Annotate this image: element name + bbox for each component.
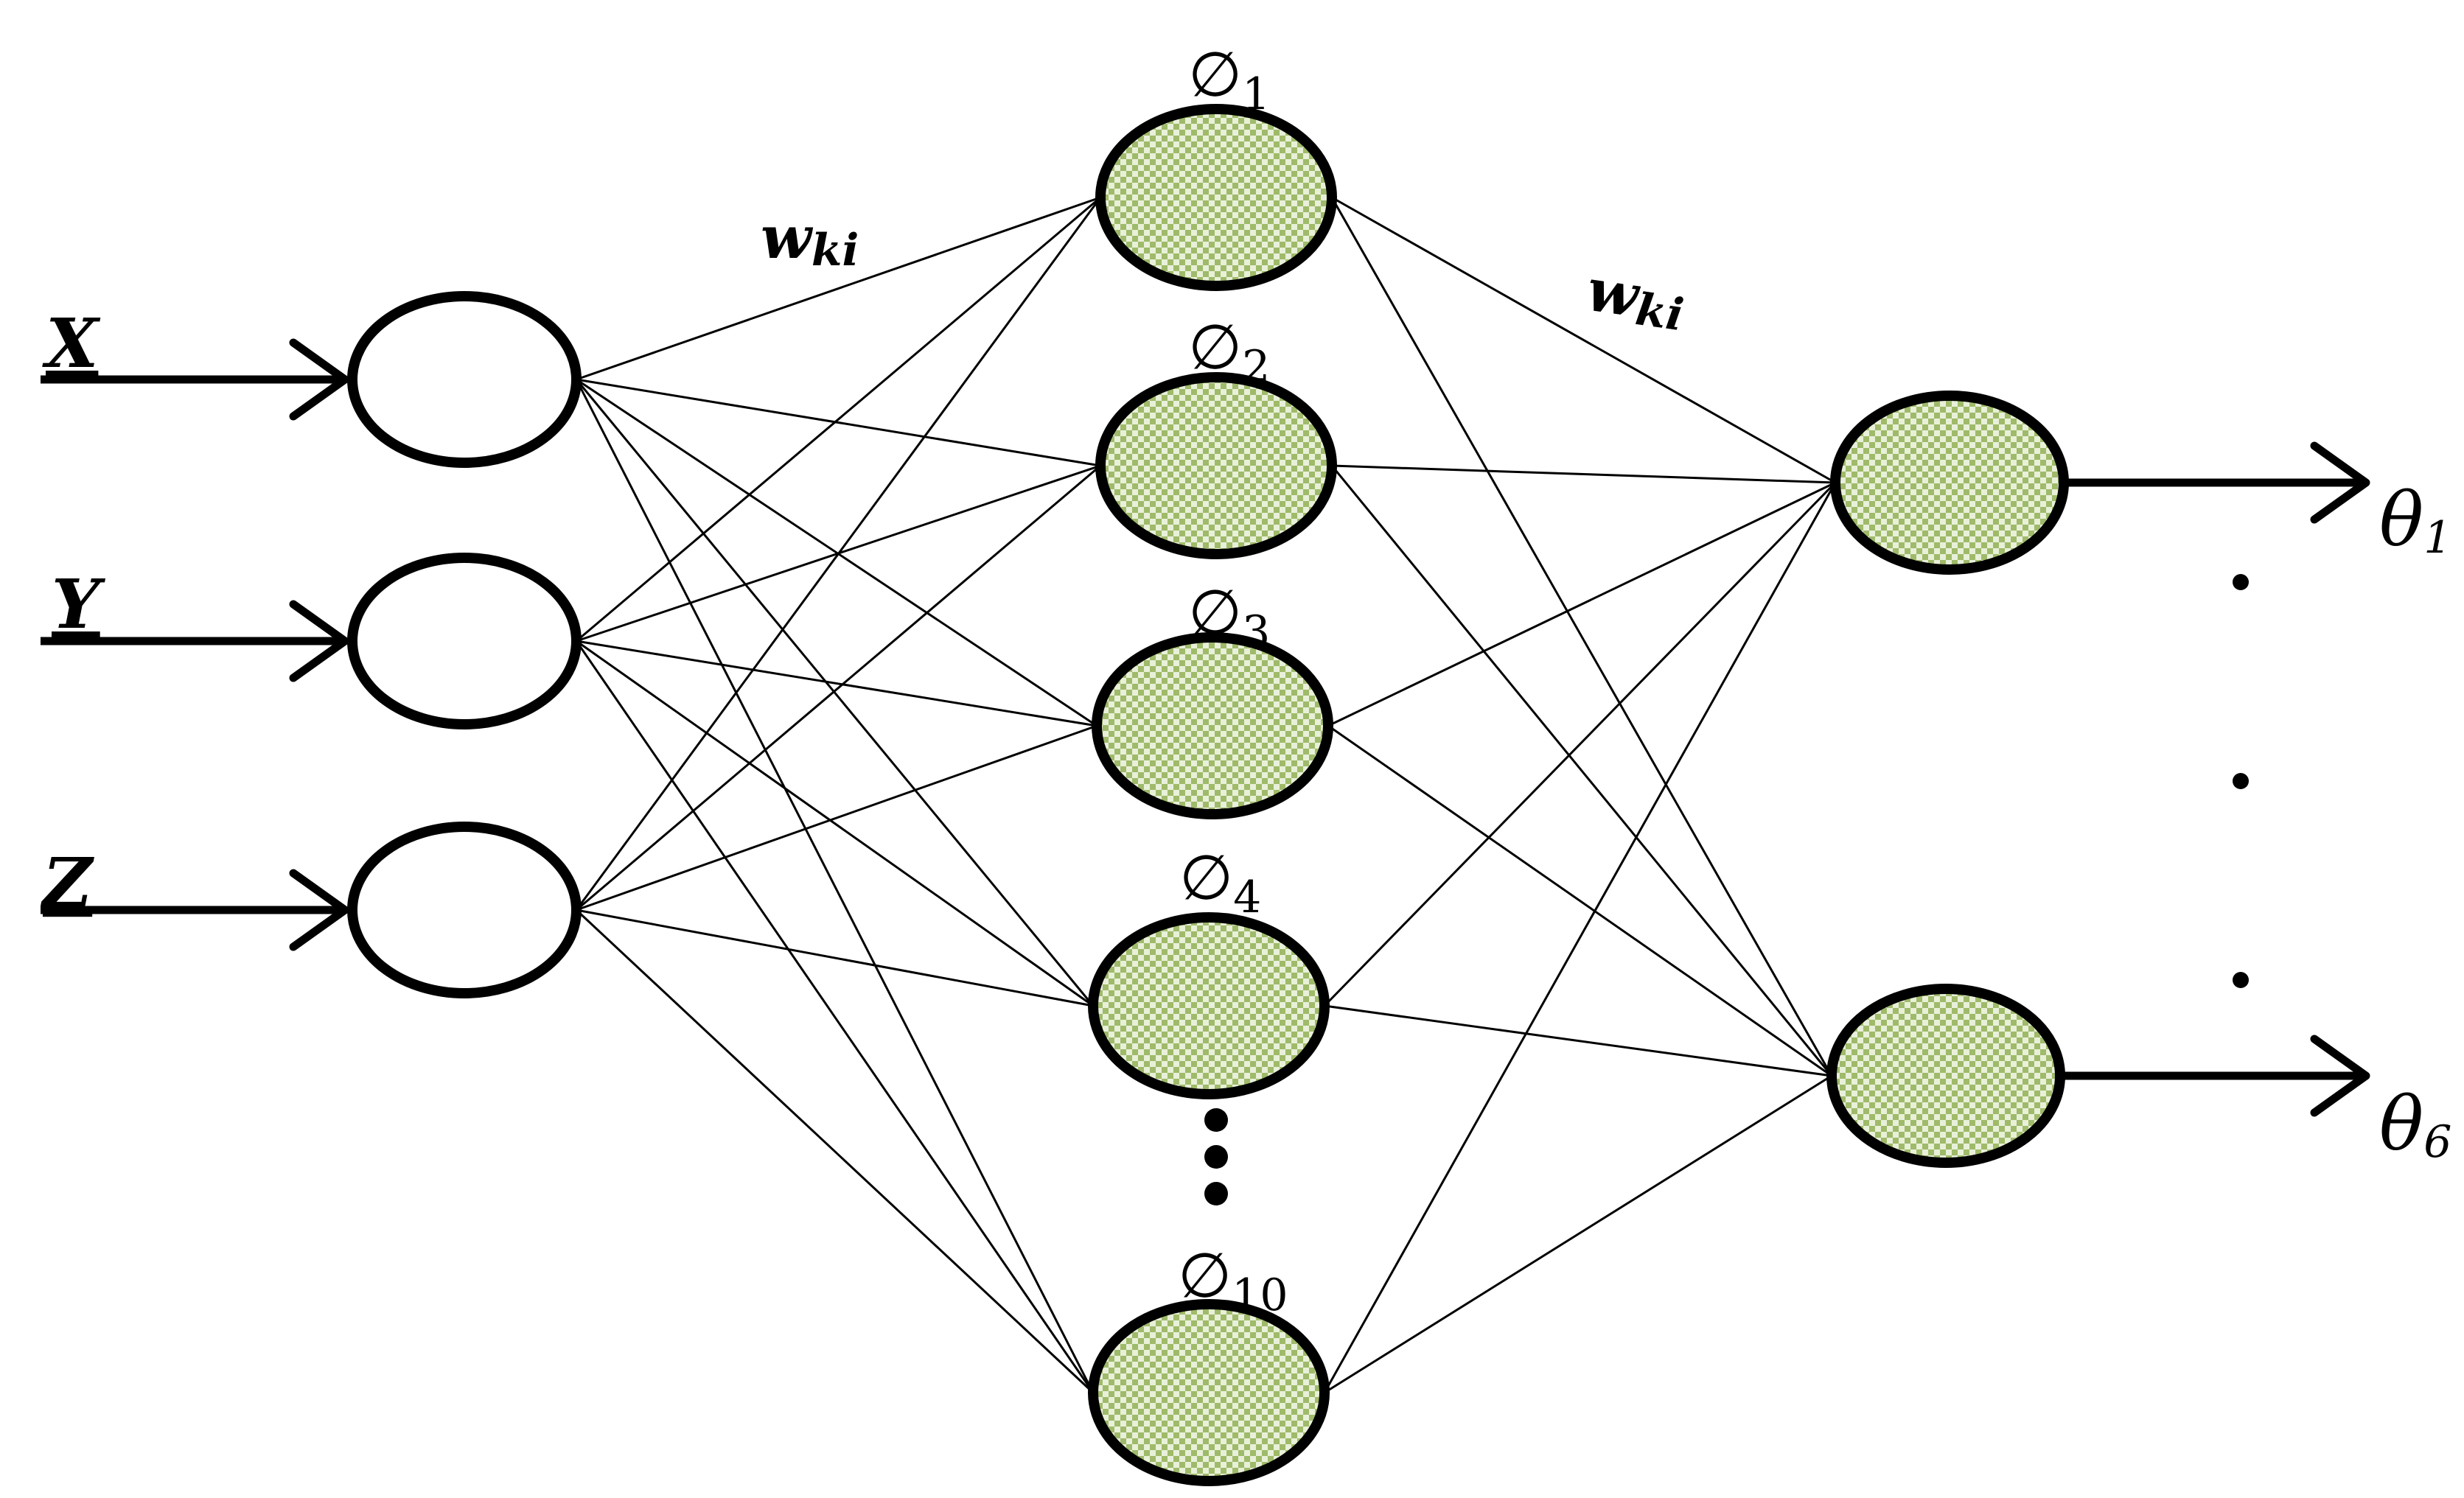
input-label-y: Y bbox=[52, 564, 106, 644]
connection-input-hidden bbox=[576, 724, 1097, 911]
connection-input-hidden bbox=[576, 378, 1097, 727]
input-label-x: X bbox=[42, 304, 101, 383]
phi-sub: 4 bbox=[1233, 872, 1261, 923]
connection-input-hidden bbox=[575, 197, 1102, 911]
hidden-node-1 bbox=[1095, 104, 1337, 291]
ellipsis-dot bbox=[2233, 574, 2249, 590]
connection-lines bbox=[575, 196, 1837, 1394]
output-label-1: θ1 bbox=[2379, 477, 2451, 564]
phi-symbol: ∅ bbox=[1179, 841, 1233, 914]
hidden-node-2 bbox=[1095, 372, 1337, 559]
ellipsis-dot bbox=[1204, 1182, 1228, 1205]
hidden-node-4 bbox=[1088, 912, 1330, 1099]
theta-symbol: θ bbox=[2379, 477, 2423, 563]
hidden-label-4: ∅4 bbox=[1179, 841, 1261, 923]
input-arrow-y bbox=[41, 600, 349, 682]
output-node-1 bbox=[1830, 391, 2069, 575]
input-label-z: Z bbox=[40, 843, 94, 923]
hidden-label-10: ∅10 bbox=[1178, 1239, 1288, 1321]
weight-main: w bbox=[761, 203, 814, 272]
output-ellipsis bbox=[2233, 574, 2249, 988]
hidden-node-3 bbox=[1092, 632, 1333, 819]
phi-sub: 2 bbox=[1242, 341, 1270, 393]
phi-symbol: ∅ bbox=[1188, 311, 1242, 383]
connection-input-hidden bbox=[576, 640, 1094, 1007]
hidden-label-3: ∅3 bbox=[1188, 576, 1270, 658]
connection-input-hidden bbox=[575, 909, 1095, 1394]
output-layer bbox=[1826, 391, 2069, 1168]
weight-main: w bbox=[1582, 255, 1644, 331]
theta-symbol: θ bbox=[2379, 1081, 2423, 1167]
phi-symbol: ∅ bbox=[1188, 576, 1242, 648]
input-arrow-z bbox=[41, 869, 349, 951]
connection-input-hidden bbox=[576, 464, 1101, 911]
phi-sub: 3 bbox=[1242, 606, 1270, 658]
output-arrow-6 bbox=[2060, 1035, 2370, 1117]
connection-hidden-output bbox=[1324, 1074, 1832, 1394]
connection-hidden-output bbox=[1330, 465, 1833, 1077]
hidden-layer bbox=[1088, 104, 1337, 1486]
weight-sub: ki bbox=[812, 225, 859, 276]
output-node-6 bbox=[1826, 984, 2065, 1168]
output-arrow-1 bbox=[2064, 441, 2370, 524]
ellipsis-dot bbox=[2233, 773, 2249, 789]
connection-input-hidden bbox=[576, 378, 1101, 467]
connection-input-hidden bbox=[576, 640, 1097, 727]
output-label-6: θ6 bbox=[2379, 1081, 2451, 1168]
hidden-label-1: ∅1 bbox=[1188, 38, 1270, 120]
arrow-head bbox=[289, 338, 349, 421]
phi-sub: 10 bbox=[1232, 1270, 1288, 1321]
ellipsis-dot bbox=[1204, 1145, 1228, 1169]
connection-hidden-output bbox=[1330, 197, 1833, 1077]
theta-sub: 6 bbox=[2423, 1116, 2451, 1168]
hidden-ellipsis bbox=[1204, 1108, 1228, 1205]
arrow-head bbox=[2310, 1035, 2370, 1117]
connection-input-hidden bbox=[576, 909, 1094, 1007]
input-arrow-x bbox=[41, 338, 349, 421]
connection-input-hidden bbox=[575, 640, 1095, 1393]
input-node-y bbox=[347, 553, 582, 729]
phi-sub: 1 bbox=[1242, 69, 1270, 120]
arrow-head bbox=[289, 600, 349, 682]
input-node-x bbox=[347, 291, 582, 468]
connection-hidden-output bbox=[1331, 464, 1836, 484]
hidden-label-2: ∅2 bbox=[1188, 311, 1270, 393]
hidden-node-10 bbox=[1088, 1299, 1330, 1486]
ellipsis-dot bbox=[1204, 1108, 1228, 1132]
input-arrows bbox=[41, 338, 349, 951]
connection-hidden-output bbox=[1327, 724, 1832, 1077]
phi-symbol: ∅ bbox=[1188, 38, 1242, 111]
weight-sub: ki bbox=[1633, 284, 1686, 341]
theta-sub: 1 bbox=[2423, 512, 2451, 564]
connection-hidden-output bbox=[1331, 196, 1836, 484]
connection-hidden-output bbox=[1324, 1004, 1832, 1077]
connection-hidden-output bbox=[1327, 481, 1836, 727]
connection-input-hidden bbox=[575, 379, 1095, 1393]
input-node-z bbox=[347, 822, 582, 998]
connection-input-hidden bbox=[576, 196, 1101, 643]
arrow-head bbox=[2310, 441, 2370, 524]
connection-input-hidden bbox=[575, 379, 1095, 1007]
phi-symbol: ∅ bbox=[1178, 1239, 1232, 1312]
connection-hidden-output bbox=[1323, 481, 1837, 1007]
connection-input-hidden bbox=[576, 196, 1101, 381]
input-layer bbox=[347, 291, 582, 998]
ellipsis-dot bbox=[2233, 972, 2249, 988]
connection-hidden-output bbox=[1323, 482, 1837, 1393]
arrow-head bbox=[289, 869, 349, 951]
weight-label-hidden-output: wki bbox=[1582, 255, 1690, 342]
output-arrows bbox=[2060, 441, 2370, 1117]
weight-label-input-hidden: wki bbox=[761, 203, 859, 276]
